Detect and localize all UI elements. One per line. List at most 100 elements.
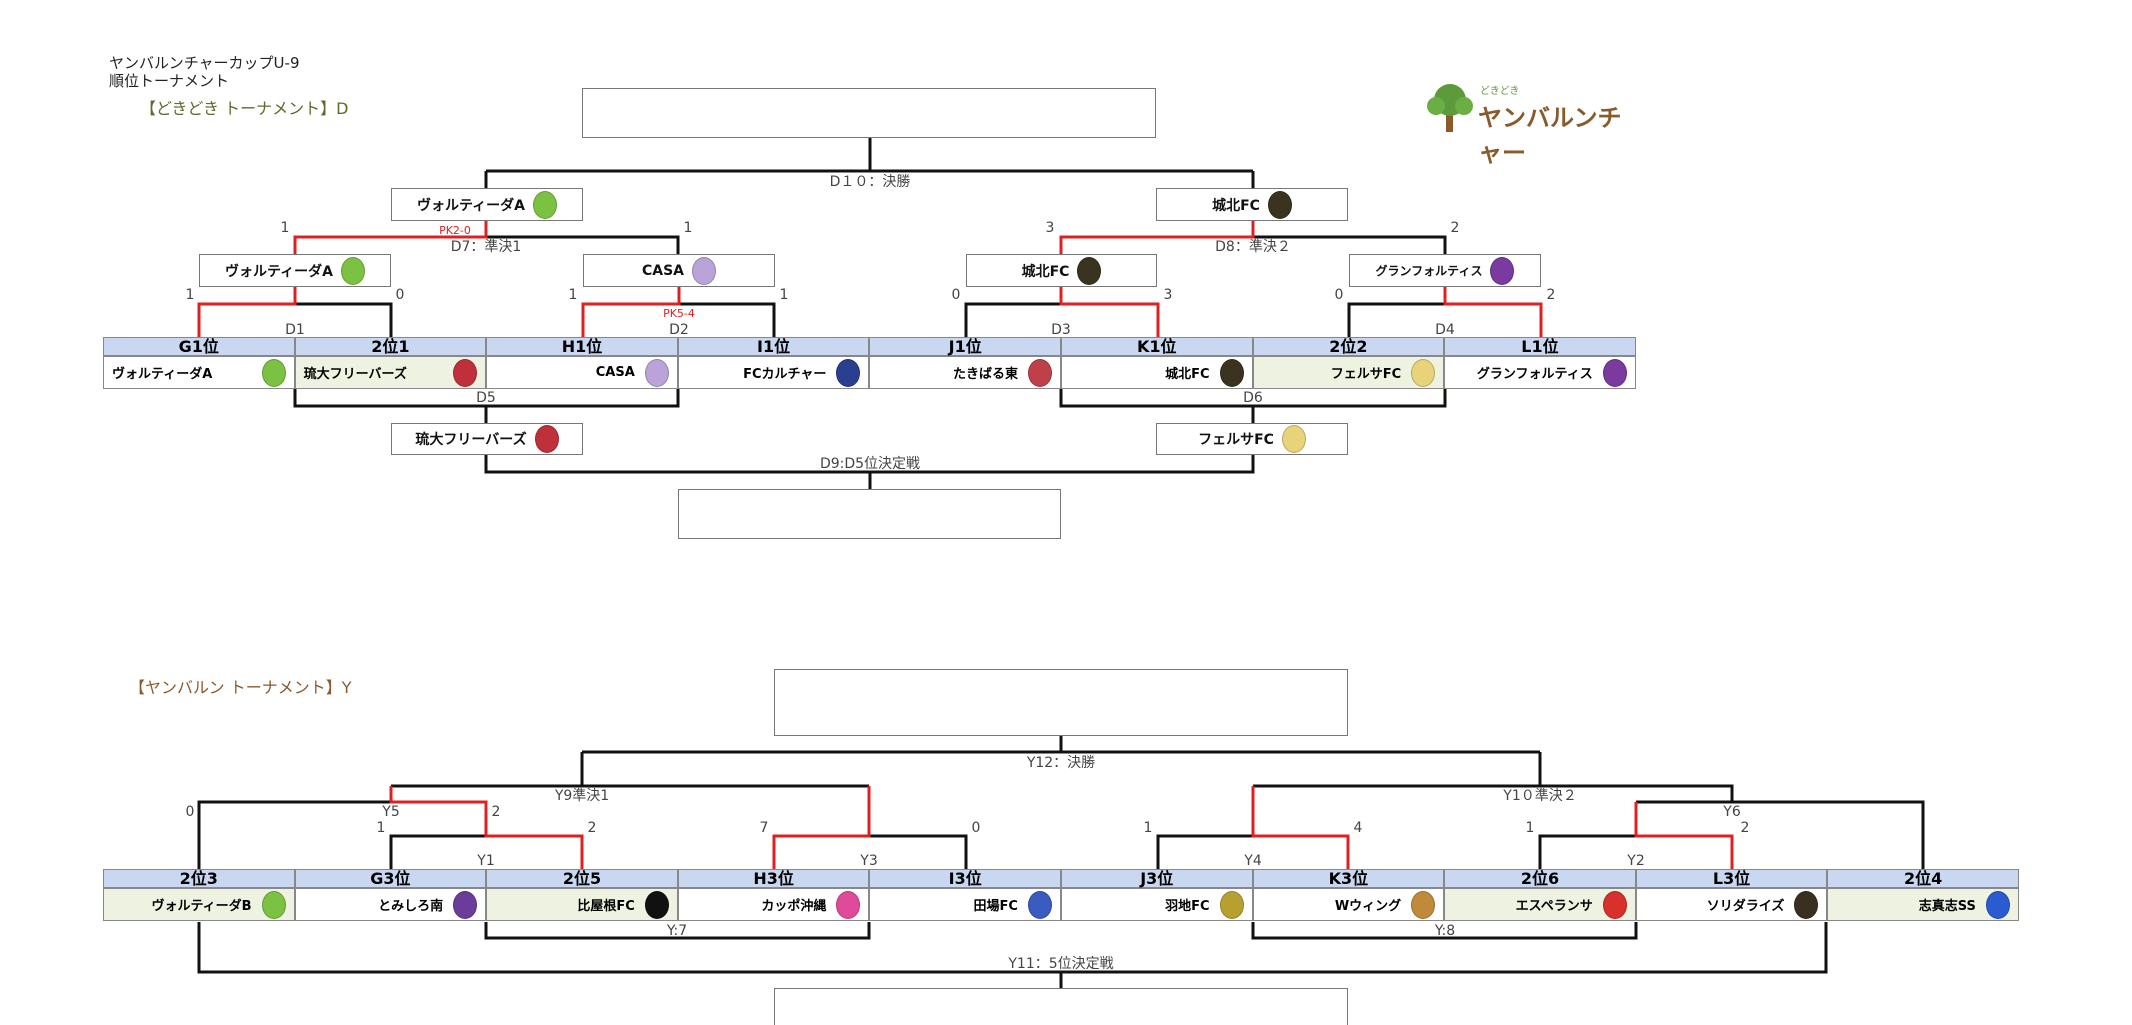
column-header: 2位4	[1827, 869, 2019, 888]
score: 0	[951, 287, 961, 303]
team-cell: Wウィング	[1252, 888, 1445, 921]
team-emblem-icon	[453, 358, 478, 387]
team-emblem-icon	[1027, 358, 1052, 387]
match-label-y3: Y3	[860, 853, 878, 869]
match-label-d5: D5	[476, 390, 496, 406]
team-name: 琉大フリーバーズ	[415, 432, 527, 448]
score: 1	[1143, 820, 1153, 836]
d-final-result-box	[582, 88, 1156, 138]
team-name: グランフォルティス	[1375, 264, 1483, 278]
team-name: たきばる東	[952, 367, 1018, 382]
column-header: 2位3	[103, 869, 295, 888]
score: 1	[280, 220, 290, 236]
team-name: ヴォルティーダA	[112, 367, 213, 382]
team-name: エスペランサ	[1515, 899, 1593, 914]
team-name: CASA	[641, 262, 685, 279]
team-name: とみしろ南	[378, 899, 444, 914]
team-name: ヴォルティーダA	[417, 197, 525, 214]
team-name: グランフォルティス	[1476, 367, 1593, 382]
column-header: I1位	[677, 337, 870, 356]
column-header: L1位	[1444, 337, 1636, 356]
team-cell: CASA	[486, 356, 678, 389]
team-name: フェルサFC	[1198, 432, 1274, 448]
team-emblem-icon	[1411, 358, 1436, 387]
d-qf2-winner: CASA	[583, 254, 775, 287]
team-name: 琉大フリーバーズ	[303, 367, 407, 382]
team-cell: FCカルチャー	[677, 356, 870, 389]
score: 2	[491, 804, 501, 820]
team-emblem-icon	[1794, 890, 1819, 919]
d-5th-box-a: 琉大フリーバーズ	[391, 423, 583, 455]
team-emblem-icon	[1027, 890, 1052, 919]
score: 1	[779, 287, 789, 303]
score: 0	[395, 287, 405, 303]
column-header: 2位1	[294, 337, 487, 356]
score: 0	[1334, 287, 1344, 303]
match-label-d8: D8：準決２	[1215, 239, 1291, 255]
column-header: K3位	[1252, 869, 1445, 888]
score: 1	[568, 287, 578, 303]
team-name: 志真志SS	[1918, 899, 1976, 914]
title-line-2: 順位トーナメント	[109, 72, 230, 90]
match-label-y2: Y2	[1627, 853, 1645, 869]
team-cell: とみしろ南	[294, 888, 487, 921]
column-header: J1位	[869, 337, 1061, 356]
match-label-y8: Y:8	[1434, 923, 1456, 939]
team-emblem-icon	[261, 358, 286, 387]
score: 4	[1353, 820, 1363, 836]
team-name: 城北FC	[1021, 263, 1070, 280]
score: 2	[1546, 287, 1556, 303]
team-name: 城北FC	[1212, 197, 1260, 214]
team-name: Wウィング	[1334, 899, 1402, 914]
score: 0	[185, 804, 195, 820]
match-label-y12: Y12：決勝	[1026, 755, 1096, 771]
match-label-y5: Y5	[382, 804, 400, 820]
team-cell: ヴォルティーダA	[103, 356, 295, 389]
column-header: K1位	[1060, 337, 1253, 356]
match-label-y9: Y9準決1	[554, 788, 610, 804]
team-cell: ヴォルティーダB	[103, 888, 295, 921]
team-emblem-icon	[1602, 358, 1627, 387]
team-cell: カッポ沖縄	[677, 888, 870, 921]
score: 3	[1045, 220, 1055, 236]
match-label-y10: Y1０準決２	[1503, 788, 1577, 804]
team-emblem-icon	[1490, 256, 1515, 285]
team-emblem-icon	[261, 890, 286, 919]
team-cell: たきばる東	[869, 356, 1061, 389]
column-header: H3位	[677, 869, 870, 888]
team-cell: エスペランサ	[1444, 888, 1636, 921]
column-header: G3位	[294, 869, 487, 888]
logo-text: ヤンバルンチャー	[1478, 104, 1622, 167]
match-label-y4: Y4	[1244, 853, 1262, 869]
team-cell: 志真志SS	[1827, 888, 2019, 921]
d-qf1-winner: ヴォルティーダA	[199, 254, 391, 287]
team-name: 田場FC	[973, 899, 1018, 914]
match-label-d10: D１０：決勝	[829, 174, 911, 190]
column-header: H1位	[486, 337, 678, 356]
score: 1	[185, 287, 195, 303]
score: 2	[1450, 220, 1460, 236]
team-cell: ソリダライズ	[1635, 888, 1828, 921]
team-cell: フェルサFC	[1252, 356, 1445, 389]
score: 2	[587, 820, 597, 836]
team-cell: 羽地FC	[1060, 888, 1253, 921]
logo-small-text: どきどき	[1480, 86, 1520, 97]
d-qf4-winner: グランフォルティス	[1349, 254, 1541, 287]
d-5th-result-box	[678, 489, 1061, 539]
column-header: 2位2	[1252, 337, 1445, 356]
match-label-y11: Y11：5位決定戦	[1008, 956, 1114, 972]
team-emblem-icon	[453, 890, 478, 919]
team-emblem-icon	[1267, 190, 1292, 219]
match-label-d9: D9:D5位決定戦	[819, 456, 921, 472]
pk-label-d2: PK5-4	[663, 307, 695, 320]
score: 3	[1163, 287, 1173, 303]
d-sf1-winner: ヴォルティーダA	[391, 188, 583, 221]
team-name: 羽地FC	[1165, 899, 1210, 914]
column-header: 2位5	[486, 869, 678, 888]
team-emblem-icon	[1219, 890, 1244, 919]
team-emblem-icon	[1411, 890, 1436, 919]
score: 2	[1740, 820, 1750, 836]
